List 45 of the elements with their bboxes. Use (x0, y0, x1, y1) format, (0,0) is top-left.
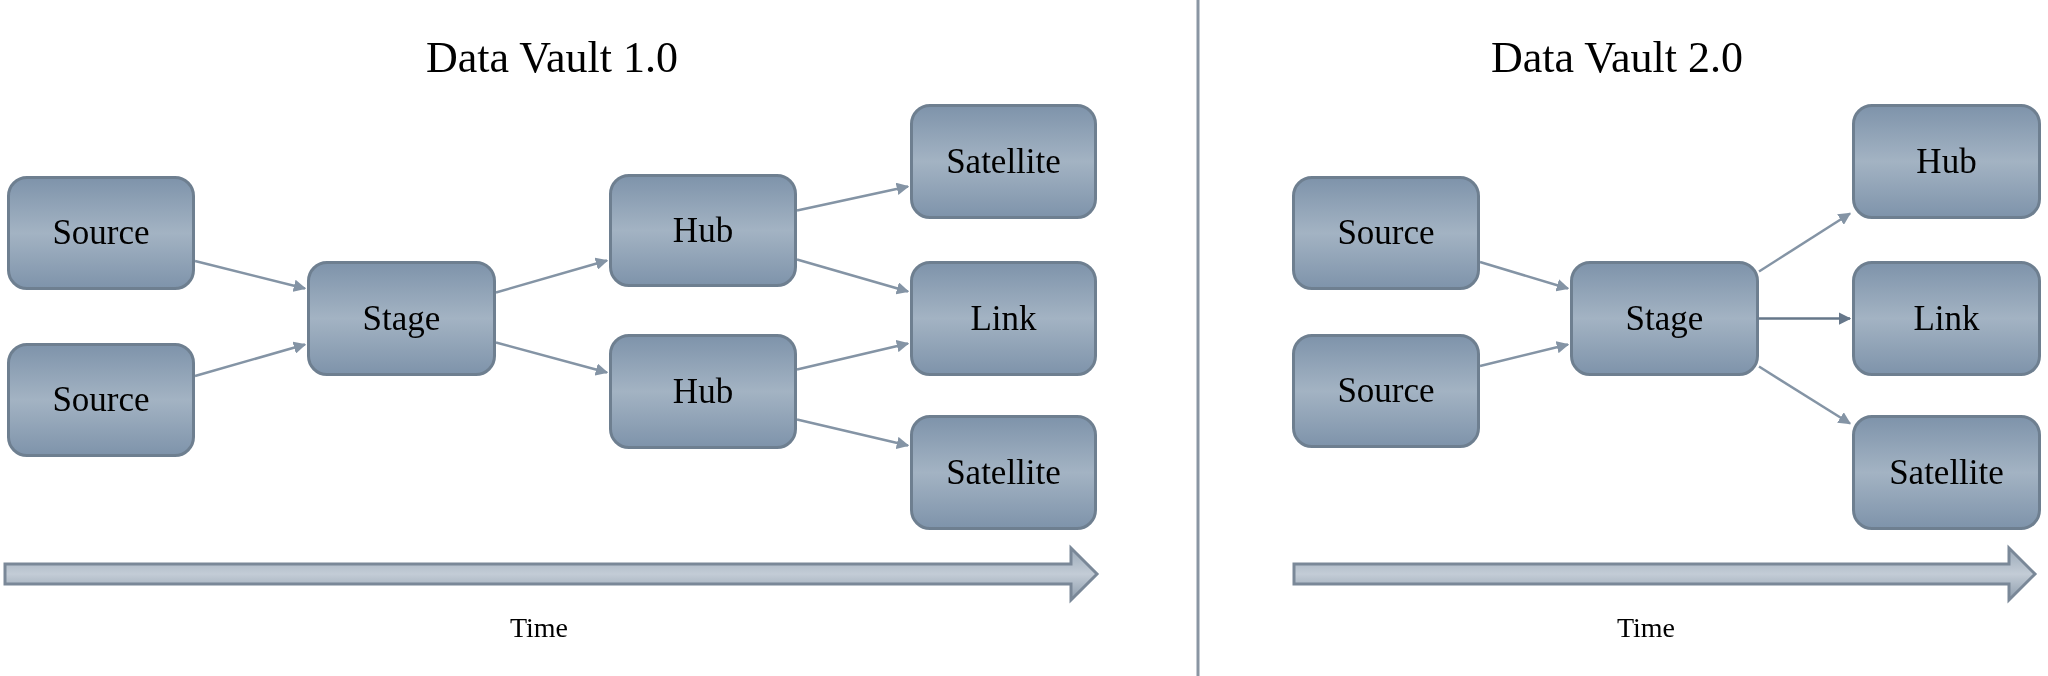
process-box (910, 261, 1097, 376)
process-box (7, 343, 195, 457)
process-box (609, 174, 797, 287)
arrow (1479, 260, 1570, 292)
box-label: Link (970, 298, 1037, 339)
arrow (495, 341, 609, 376)
panel-title: Data Vault 2.0 (1490, 32, 1744, 83)
arrow (796, 258, 910, 295)
box-label: Hub (1916, 141, 1977, 182)
arrow (1758, 365, 1852, 425)
box-label: Source (1337, 213, 1435, 253)
process-box (910, 415, 1097, 530)
arrow (194, 341, 307, 378)
box-label: Satellite (946, 141, 1061, 182)
box-label: Hub (672, 371, 734, 412)
box-label: Link (1913, 298, 1980, 339)
box-label: Stage (1625, 298, 1704, 339)
process-box (1852, 415, 2041, 530)
process-box (1570, 261, 1759, 376)
process-box (7, 176, 195, 290)
box-label: Satellite (946, 452, 1061, 493)
box-label: Source (52, 213, 150, 253)
box-label: Source (1337, 371, 1435, 411)
box-label: Stage (362, 298, 441, 339)
process-box (609, 334, 797, 449)
arrow (796, 182, 910, 212)
panel-title: Data Vault 1.0 (425, 32, 679, 83)
arrow (194, 259, 307, 292)
process-box (1292, 176, 1480, 290)
process-box (1852, 261, 2041, 376)
arrow (1479, 341, 1570, 368)
box-label: Source (52, 380, 150, 420)
process-box (1852, 104, 2041, 219)
arrow (796, 418, 910, 449)
axis-label: Time (1616, 612, 1676, 644)
axis-label: Time (509, 612, 569, 644)
process-box (307, 261, 496, 376)
arrow (796, 340, 910, 371)
box-label: Satellite (1889, 452, 2004, 493)
box-label: Hub (672, 210, 734, 251)
arrow (1758, 212, 1852, 273)
arrow (495, 257, 609, 294)
process-box (910, 104, 1097, 219)
process-box (1292, 334, 1480, 448)
arrow (1759, 312, 1852, 325)
